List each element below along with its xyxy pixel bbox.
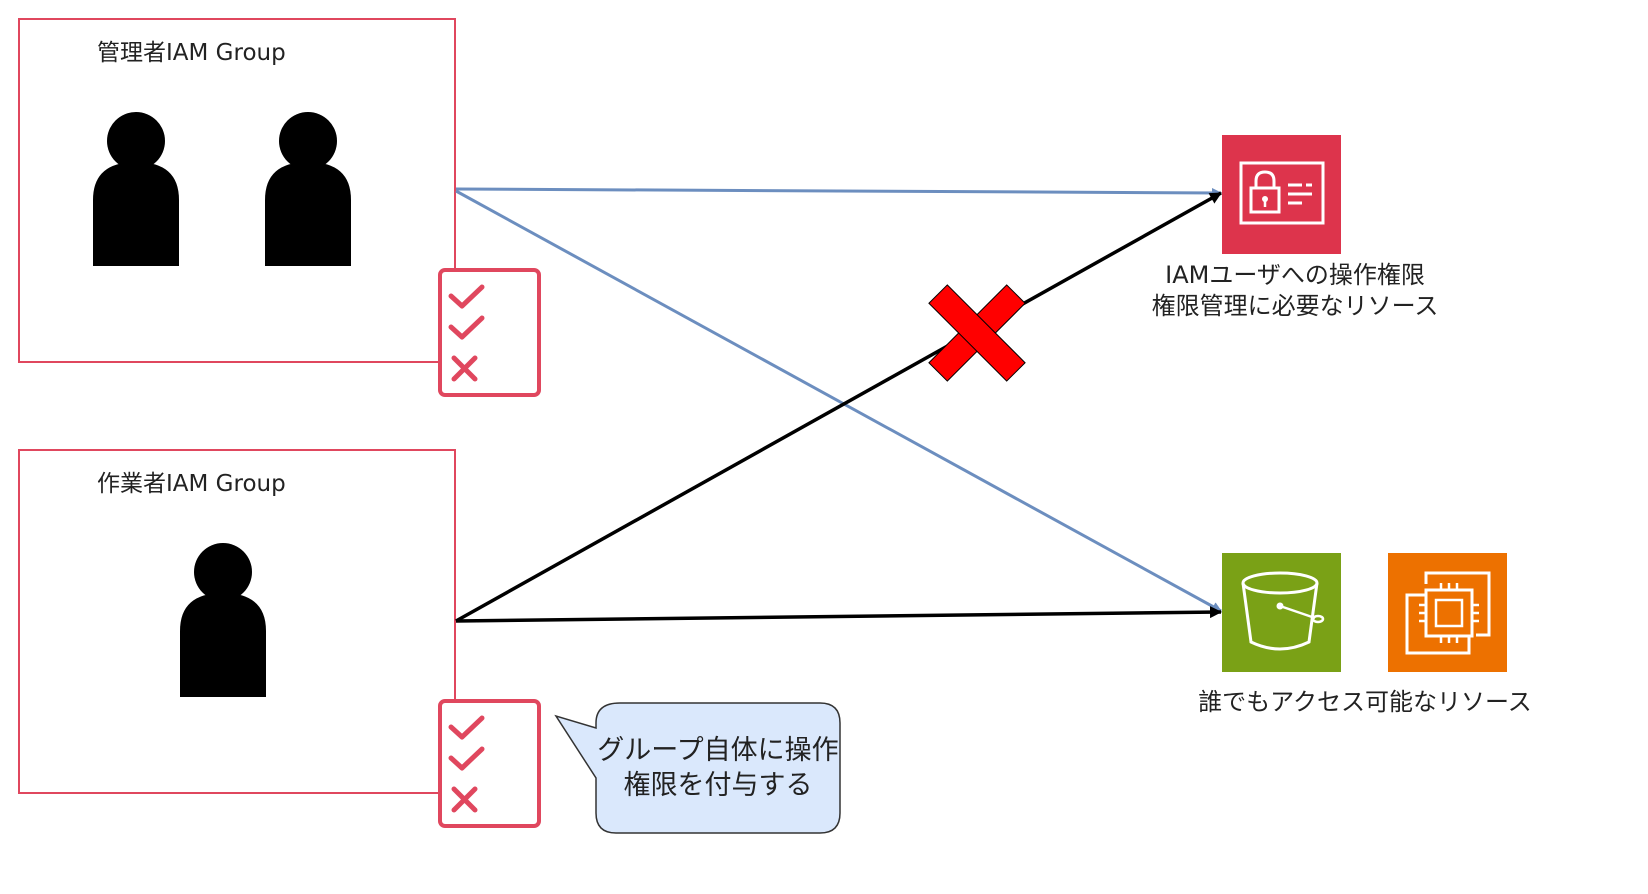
admin-group-title: 管理者IAM Group — [97, 40, 286, 66]
person-icon — [180, 543, 266, 697]
callout-text-line1: グループ自体に操作 — [597, 735, 839, 766]
ec2-chip-icon — [1388, 553, 1507, 672]
iam-resource-label: IAMユーザへの操作権限 権限管理に必要なリソース — [1140, 260, 1450, 322]
worker-to-iam-arrow — [455, 191, 1222, 623]
callout-text-line2: 権限を付与する — [623, 770, 813, 801]
admin-to-iam-arrow — [455, 187, 1222, 198]
checklist-icon — [438, 699, 541, 828]
iam-resource-label-line2: 権限管理に必要なリソース — [1151, 292, 1439, 320]
admin-to-public-arrow — [455, 189, 1222, 613]
iam-identity-icon — [1222, 135, 1341, 254]
callout-bubble — [554, 702, 841, 834]
s3-bucket-icon — [1222, 553, 1341, 672]
deny-cross-icon — [928, 284, 1026, 382]
person-icon — [265, 112, 351, 266]
iam-resource-label-line1: IAMユーザへの操作権限 — [1165, 261, 1425, 289]
checklist-icon — [438, 268, 541, 397]
worker-iam-group — [18, 449, 456, 794]
worker-to-public-arrow — [455, 606, 1222, 623]
person-icon — [93, 112, 179, 266]
admin-iam-group — [18, 18, 456, 363]
callout-text: グループ自体に操作 権限を付与する — [596, 733, 840, 803]
public-resource-label: 誰でもアクセス可能なリソース — [1198, 688, 1532, 716]
worker-group-title: 作業者IAM Group — [97, 471, 286, 497]
